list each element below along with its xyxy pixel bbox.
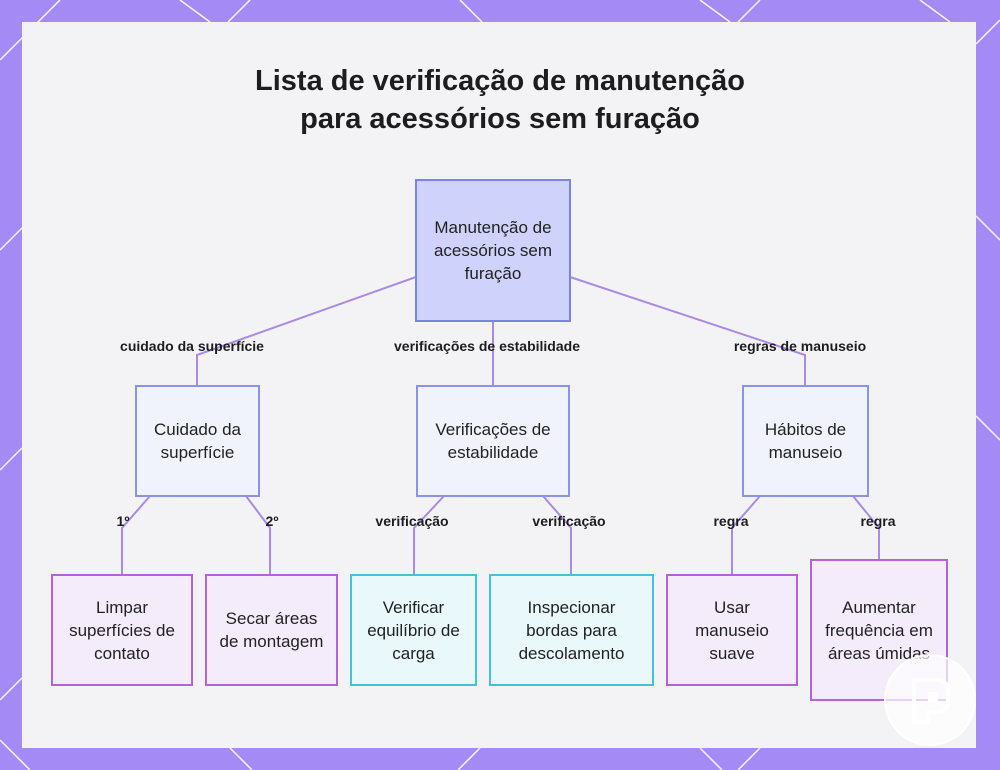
edge-label-child: verificação [375, 513, 449, 529]
edge-root-branch-1 [196, 276, 417, 386]
edge-branch-3-child-1 [731, 495, 761, 575]
brand-logo-icon [884, 654, 976, 746]
leaf-node-label: Secar áreas de montagem [219, 609, 324, 651]
edge-label-branch-1: cuidado da superfície [120, 338, 264, 354]
leaf-node-clean-surfaces: Limpar superfícies de contato [51, 574, 193, 686]
edge-branch-1-child-1 [121, 495, 151, 575]
leaf-node-label: Aumentar frequência em áreas úmidas [825, 597, 933, 663]
title-line-2: para acessórios sem furação [300, 103, 700, 135]
leaf-node-label: Limpar superfícies de contato [69, 597, 175, 663]
diagram-title: Lista de verificação de manutenção para … [0, 62, 1000, 138]
leaf-node-label: Inspecionar bordas para descolamento [518, 597, 625, 663]
leaf-node-label: Usar manuseio suave [695, 597, 769, 663]
edge-branch-3-child-2 [852, 495, 880, 560]
branch-node-label: Cuidado da superfície [154, 420, 241, 462]
leaf-node-inspect-edges: Inspecionar bordas para descolamento [489, 574, 654, 686]
leaf-node-dry-areas: Secar áreas de montagem [205, 574, 338, 686]
edge-label-child: 1º [116, 513, 130, 529]
branch-node-stability-checks: Verificações de estabilidade [416, 385, 570, 497]
edge-branch-1-child-2 [245, 495, 271, 575]
leaf-node-label: Verificar equilíbrio de carga [367, 597, 460, 663]
branch-node-handling-habits: Hábitos de manuseio [742, 385, 869, 497]
edge-label-branch-3: regras de manuseio [733, 338, 867, 354]
leaf-node-check-load: Verificar equilíbrio de carga [350, 574, 477, 686]
root-node: Manutenção de acessórios sem furação [415, 179, 571, 322]
edge-branch-2-child-2 [542, 495, 572, 575]
edge-label-child: regra [860, 513, 896, 529]
edge-label-branch-2: verificações de estabilidade [394, 338, 580, 354]
leaf-node-gentle-handling: Usar manuseio suave [666, 574, 798, 686]
edge-root-branch-3 [569, 276, 806, 386]
title-line-1: Lista de verificação de manutenção [255, 65, 745, 97]
branch-node-label: Hábitos de manuseio [764, 420, 847, 462]
branch-node-surface-care: Cuidado da superfície [135, 385, 260, 497]
branch-node-label: Verificações de estabilidade [435, 420, 551, 462]
edge-branch-2-child-1 [413, 495, 445, 575]
edge-label-child: regra [713, 513, 749, 529]
edge-label-child: 2º [265, 513, 279, 529]
edge-label-child: verificação [532, 513, 606, 529]
root-node-label: Manutenção de acessórios sem furação [433, 218, 553, 283]
